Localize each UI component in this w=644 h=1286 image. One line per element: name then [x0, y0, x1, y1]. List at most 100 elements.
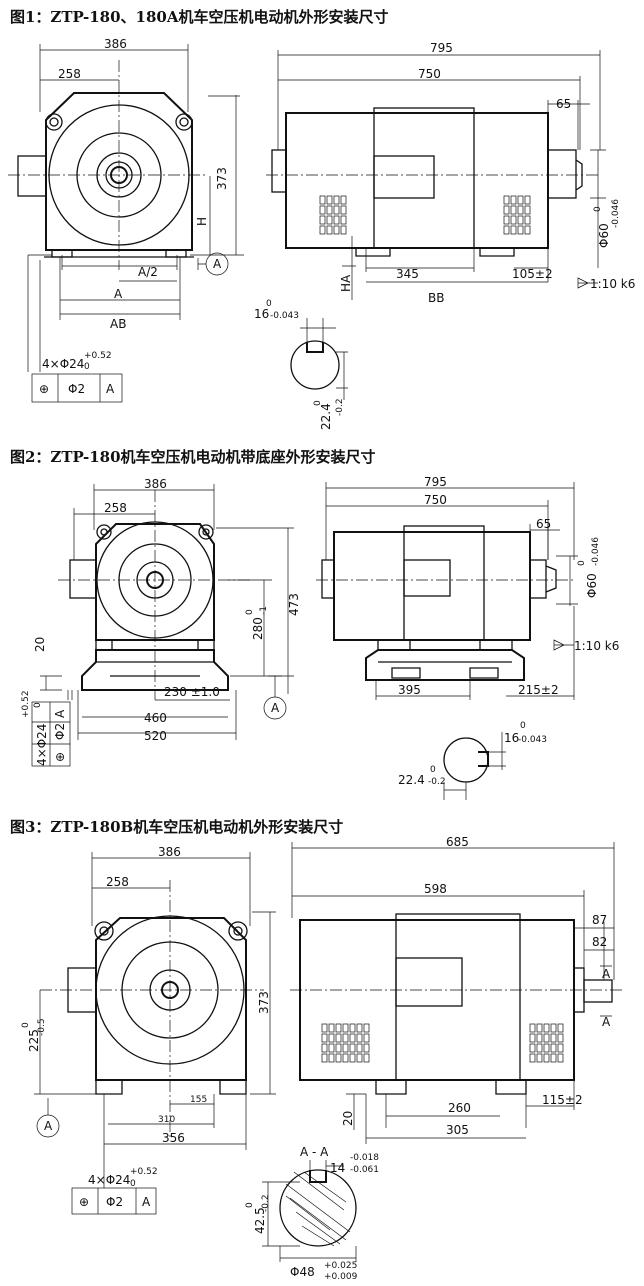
- fig3-dim-225: 225: [27, 1029, 41, 1052]
- figure-3-drawing: 386 258 373 225 0 -0.5 155 310 356 A 4×Φ…: [21, 835, 622, 1282]
- fig2-tolerance-ref: A: [53, 709, 67, 718]
- fig2-datum-a: A: [271, 701, 280, 715]
- fig1-key-depth-tol-up: 0: [313, 400, 323, 406]
- fig1-dim-105: 105±2: [512, 267, 553, 281]
- fig2-key-depth: 22.4: [398, 773, 425, 787]
- fig2-key-depth-tol-low: -0.2: [428, 777, 446, 787]
- fig3-holes-tol-up: +0.52: [130, 1167, 158, 1177]
- fig2-dim-230: 230 ±1.0: [164, 685, 220, 699]
- figure-1-side-view: [266, 50, 606, 400]
- figure-3-side-view: [262, 842, 622, 1262]
- fig1-dim-bb: BB: [428, 291, 444, 305]
- fig3-key-tol-low: -0.061: [350, 1165, 379, 1175]
- figure-3-front-view: [34, 852, 276, 1215]
- fig3-shaft-tol-up: +0.025: [324, 1261, 357, 1271]
- fig1-dim-h: H: [195, 217, 209, 226]
- figure-2-side-view: [316, 482, 578, 800]
- fig3-datum-a: A: [44, 1119, 53, 1133]
- fig3-key-tol-up: -0.018: [350, 1153, 379, 1163]
- figure-1-drawing: 386 258 373 H A/2 A AB A 4×Φ24 +0.52 0 ⊕…: [8, 37, 635, 430]
- fig3-dim-155: 155: [190, 1095, 207, 1105]
- fig3-depth: 42.5: [253, 1207, 267, 1234]
- fig2-holes-tol-low: 0: [33, 702, 43, 708]
- fig3-dim-87: 87: [592, 913, 607, 927]
- fig1-shaft-dia: Φ60: [597, 223, 611, 248]
- fig3-tolerance-value: Φ2: [106, 1195, 123, 1209]
- fig3-shaft-tol-low: +0.009: [324, 1272, 358, 1282]
- figure-2-front-view: [31, 484, 294, 767]
- fig2-dim-473: 473: [287, 593, 301, 616]
- fig1-dim-ab: AB: [110, 317, 126, 331]
- fig1-dim-750: 750: [418, 67, 441, 81]
- fig2-dim-215: 215±2: [518, 683, 559, 697]
- fig2-holes-tol-up: +0.52: [21, 690, 31, 718]
- fig3-dim-115: 115±2: [542, 1093, 583, 1107]
- fig3-dim-356: 356: [162, 1131, 185, 1145]
- fig1-key-width: 16: [254, 307, 269, 321]
- fig3-dim-20: 20: [341, 1111, 355, 1126]
- fig3-depth-tol-low: -0.2: [261, 1194, 271, 1212]
- fig1-dim-65: 65: [556, 97, 571, 111]
- fig2-key-depth-tol-up: 0: [430, 765, 436, 775]
- fig1-dim-a: A: [114, 287, 123, 301]
- figure-1-title: 图1：ZTP-180、180A机车空压机电动机外形安装尺寸: [10, 8, 389, 26]
- fig2-shaft-dia: Φ60: [585, 573, 599, 598]
- fig2-dim-280-tol-low: -1: [259, 606, 269, 615]
- fig1-taper: 1:10 k6: [590, 277, 635, 291]
- fig2-dim-20: 20: [33, 637, 47, 652]
- fig2-key-width: 16: [504, 731, 519, 745]
- fig2-position-symbol: ⊕: [53, 752, 67, 762]
- fig3-dim-310: 310: [158, 1115, 175, 1125]
- fig3-holes-tol-low: 0: [130, 1179, 136, 1189]
- fig3-dim-386: 386: [158, 845, 181, 859]
- fig1-tolerance-value: Φ2: [68, 382, 85, 396]
- fig2-key-width-tol-up: 0: [520, 721, 526, 731]
- fig2-dim-750: 750: [424, 493, 447, 507]
- fig3-dim-685: 685: [446, 835, 469, 849]
- fig1-dim-795: 795: [430, 41, 453, 55]
- fig1-datum-a: A: [213, 257, 222, 271]
- fig2-dim-520: 520: [144, 729, 167, 743]
- fig2-dim-280-tol-up: 0: [245, 609, 255, 615]
- fig2-shaft-tol-low: -0.046: [591, 537, 601, 566]
- fig3-dim-258: 258: [106, 875, 129, 889]
- fig1-shaft-tol-low: -0.046: [611, 199, 621, 228]
- fig1-tolerance-ref: A: [106, 382, 115, 396]
- fig3-dim-82: 82: [592, 935, 607, 949]
- fig1-position-symbol: ⊕: [39, 382, 49, 396]
- figure-3-title: 图3：ZTP-180B机车空压机电动机外形安装尺寸: [10, 818, 344, 836]
- fig1-dim-386: 386: [104, 37, 127, 51]
- fig2-dim-386: 386: [144, 477, 167, 491]
- fig3-dim-225-tol-up: 0: [21, 1022, 31, 1028]
- fig2-dim-795: 795: [424, 475, 447, 489]
- fig2-taper: 1:10 k6: [574, 639, 619, 653]
- fig1-dim-a-half: A/2: [138, 265, 158, 279]
- fig3-dim-225-tol-low: -0.5: [37, 1018, 47, 1036]
- figure-2-drawing: 386 258 473 280 0 -1 20 230 ±1.0 460 520…: [21, 475, 619, 800]
- fig2-tolerance-value: Φ2: [53, 723, 67, 740]
- fig2-holes: 4×Φ24: [35, 724, 49, 766]
- fig1-holes: 4×Φ24: [42, 357, 84, 371]
- fig1-key-depth-tol-low: -0.2: [335, 398, 345, 416]
- fig3-holes: 4×Φ24: [88, 1173, 130, 1187]
- fig1-key-depth: 22.4: [319, 403, 333, 430]
- fig1-dim-ha: HA: [339, 274, 353, 292]
- fig2-dim-395: 395: [398, 683, 421, 697]
- fig1-holes-tol-low: 0: [84, 362, 90, 372]
- fig3-section-label: A - A: [300, 1145, 329, 1159]
- figure-1-front-view: [8, 44, 244, 403]
- fig3-tolerance-ref: A: [142, 1195, 151, 1209]
- fig2-key-width-tol-low: -0.043: [518, 735, 547, 745]
- fig3-depth-tol-up: 0: [245, 1202, 255, 1208]
- fig3-dim-373: 373: [257, 991, 271, 1014]
- figure-2-title: 图2：ZTP-180机车空压机电动机带底座外形安装尺寸: [10, 448, 376, 466]
- fig3-key-width: 14: [330, 1161, 345, 1175]
- fig3-dim-598: 598: [424, 882, 447, 896]
- fig3-shaft-dia: Φ48: [290, 1265, 315, 1279]
- fig2-shaft-tol-up: 0: [577, 560, 587, 566]
- fig1-shaft-tol-up: 0: [593, 206, 603, 212]
- fig2-dim-460: 460: [144, 711, 167, 725]
- fig1-dim-345: 345: [396, 267, 419, 281]
- fig3-dim-260: 260: [448, 1101, 471, 1115]
- fig3-section-mark-top: A: [602, 967, 611, 981]
